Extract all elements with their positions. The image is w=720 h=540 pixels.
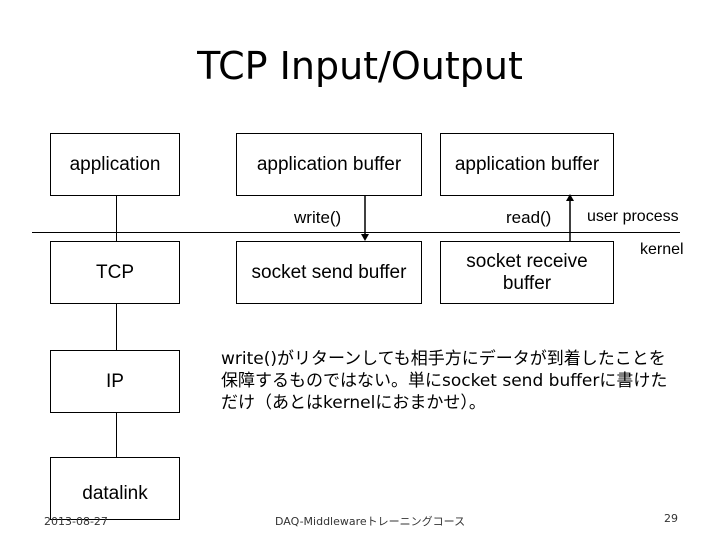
explanation-note: write()がリターンしても相手方にデータが到着したことを 保障するものではな… [221,349,668,413]
footer-page-number: 29 [664,512,678,525]
read-call-label: read() [506,208,552,227]
write-arrow [361,196,369,241]
tcp-layer-label: TCP [96,261,134,283]
socket-receive-buffer-label: socket receive buffer [466,250,588,294]
application-buffer-recv-label: application buffer [454,153,600,175]
application-layer-box: application [50,133,180,196]
socket-send-buffer-label: socket send buffer [251,261,407,283]
footer-date: 2013-08-27 [44,515,108,528]
tcp-layer-box: TCP [50,241,180,304]
application-layer-label: application [69,153,161,175]
socket-receive-buffer-box: socket receive buffer [440,241,614,304]
application-buffer-send-label: application buffer [256,153,402,175]
kernel-label: kernel [640,241,684,258]
footer-course: DAQ-Middlewareトレーニングコース [275,515,466,528]
slide-title: TCP Input/Output [197,44,523,88]
stack-connector-line [116,196,117,496]
write-call-label: write() [294,208,342,227]
ip-layer-label: IP [106,370,124,392]
datalink-layer-box: datalink [50,457,180,520]
user-kernel-boundary [32,232,680,233]
read-arrow [566,194,574,241]
application-buffer-send-box: application buffer [236,133,422,196]
application-buffer-recv-box: application buffer [440,133,614,196]
user-process-label: user process [587,208,679,225]
socket-send-buffer-box: socket send buffer [236,241,422,304]
ip-layer-box: IP [50,350,180,413]
datalink-layer-label: datalink [82,482,148,504]
